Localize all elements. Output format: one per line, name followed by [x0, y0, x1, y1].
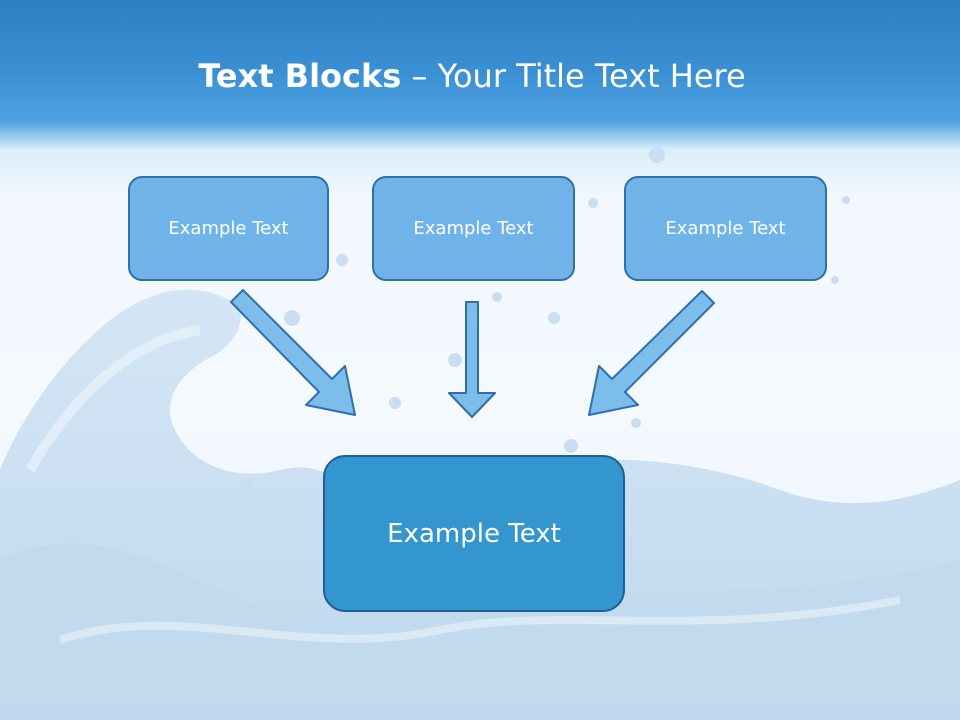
title-separator: – [411, 57, 428, 95]
text-block-center[interactable]: Example Text [323, 455, 625, 612]
arrow-down-icon [448, 301, 496, 418]
title-rest: Your Title Text Here [437, 57, 746, 95]
slide-title: Text Blocks – Your Title Text Here [0, 52, 944, 100]
arrow-down-right-icon [230, 289, 356, 416]
text-block-right[interactable]: Example Text [624, 176, 827, 281]
text-block-left[interactable]: Example Text [128, 176, 329, 281]
title-bold: Text Blocks [198, 57, 402, 95]
text-block-middle[interactable]: Example Text [372, 176, 575, 281]
arrow-down-left-icon [588, 290, 715, 416]
